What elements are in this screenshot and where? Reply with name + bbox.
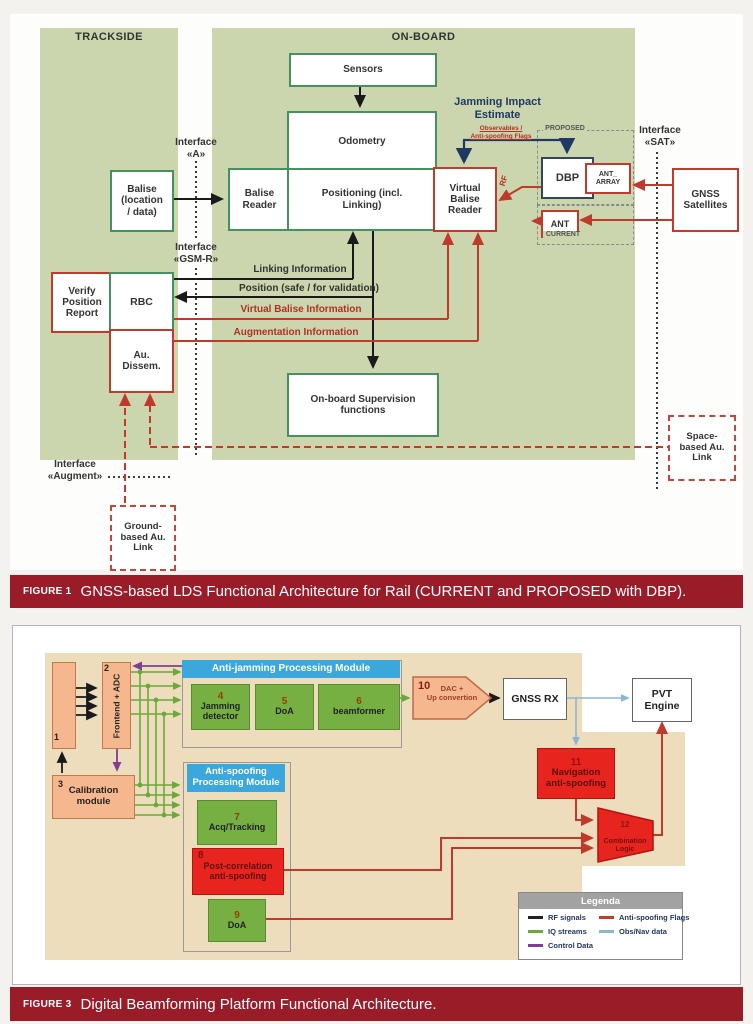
figure1-caption-text: GNSS-based LDS Functional Architecture f… xyxy=(80,583,687,600)
legend-item-obsnav: Obs/Nav data xyxy=(599,927,667,936)
calibration-number: 3 xyxy=(58,779,64,789)
balise-reader-box: Balise Reader xyxy=(228,168,291,231)
virtual-balise-information-label: Virtual Balise Information xyxy=(240,304,362,315)
doa-jamming-label: DoA xyxy=(275,706,294,717)
combination-logic-label-group: 12 Combination Logic xyxy=(597,813,653,855)
interface-a-label: Interface «A» xyxy=(175,137,217,161)
verify-position-report-box: Verify Position Report xyxy=(51,272,113,333)
legend-swatch-antispoofing xyxy=(599,916,614,919)
interface-sat-label: Interface «SAT» xyxy=(639,125,681,149)
navigation-antispoofing-box: 11 Navigation anti-spoofing xyxy=(537,748,615,799)
ant-array-box: ANT_ ARRAY xyxy=(585,163,631,194)
beamformer-number: 6 xyxy=(356,696,362,708)
figure3-caption-text: Digital Beamforming Platform Functional … xyxy=(80,995,437,1013)
position-safe-label: Position (safe / for validation) xyxy=(238,283,379,294)
au-dissem-box: Au. Dissem. xyxy=(109,329,174,393)
current-label: CURRENT xyxy=(543,231,583,240)
gnss-satellites-box: GNSS Satellites xyxy=(672,168,739,232)
figure1-caption-band: FIGURE 1 GNSS-based LDS Functional Archi… xyxy=(10,575,743,608)
odometry-box: Odometry xyxy=(287,111,437,172)
gnss-rx-box: GNSS RX xyxy=(503,678,567,720)
jamming-detector-number: 4 xyxy=(217,691,224,703)
augmentation-information-label: Augmentation Information xyxy=(233,327,359,338)
interface-augment-label: Interface «Augment» xyxy=(47,459,103,483)
calibration-module-box: Calibration module xyxy=(52,775,135,819)
onboard-header: ON-BOARD xyxy=(391,31,456,43)
post-correlation-box: 8 Post-correlation anti-spoofing xyxy=(192,848,284,895)
jamming-impact-label: Jamming Impact Estimate xyxy=(454,96,541,122)
beamformer-label: beamformer xyxy=(332,706,386,717)
doa-spoofing-label: DoA xyxy=(227,919,247,930)
virtual-balise-reader-box: Virtual Balise Reader xyxy=(433,167,497,232)
figure3-caption-band: FIGURE 3 Digital Beamforming Platform Fu… xyxy=(10,987,743,1021)
trackside-header: TRACKSIDE xyxy=(75,31,143,43)
figure3-tag: FIGURE 3 xyxy=(23,998,72,1010)
balise-box: Balise (location / data) xyxy=(110,170,174,232)
figure1-tag: FIGURE 1 xyxy=(23,586,72,597)
acq-tracking-box: 7 Acq/Tracking xyxy=(197,800,277,845)
combination-logic-label: Combination Logic xyxy=(603,837,647,854)
rbc-box: RBC xyxy=(109,272,174,333)
legend-item-control: Control Data xyxy=(528,941,593,950)
doa-spoofing-number: 9 xyxy=(234,909,240,921)
doa-spoofing-box: 9 DoA xyxy=(208,899,266,942)
observables-flags-label: Observables / Anti-spoofing Flags xyxy=(470,125,532,140)
combination-logic-number: 12 xyxy=(620,820,630,830)
sensors-box: Sensors xyxy=(289,53,437,87)
legend-item-iq: IQ streams xyxy=(528,927,587,936)
dac-upconversion-label: DAC + Up convertion xyxy=(426,684,478,703)
positioning-box: Positioning (incl. Linking) xyxy=(287,168,437,231)
jamming-detector-box: 4 Jamming detector xyxy=(191,684,250,730)
frontend-adc-number: 2 xyxy=(104,663,110,673)
legend-title: Legenda xyxy=(519,893,682,909)
navigation-antispoofing-label: Navigation anti-spoofing xyxy=(545,767,607,789)
post-correlation-label: Post-correlation anti-spoofing xyxy=(203,860,273,881)
doa-jamming-box: 5 DoA xyxy=(255,684,314,730)
post-correlation-number: 8 xyxy=(198,850,204,861)
legend-item-rf: RF signals xyxy=(528,913,586,922)
legend-swatch-control xyxy=(528,944,543,947)
dac-number: 10 xyxy=(418,680,431,692)
doa-jamming-number: 5 xyxy=(281,696,288,708)
jamming-detector-label: Jamming detector xyxy=(200,701,241,721)
ground-based-au-link-box: Ground- based Au. Link xyxy=(110,505,176,571)
space-based-au-link-box: Space- based Au. Link xyxy=(668,415,736,481)
legend-swatch-rf xyxy=(528,916,543,919)
legend-swatch-obsnav xyxy=(599,930,614,933)
interface-gsmr-label: Interface «GSM-R» xyxy=(173,242,219,266)
navigation-antispoofing-number: 11 xyxy=(570,757,582,769)
anti-jamming-module-header: Anti-jamming Processing Module xyxy=(182,660,400,678)
calibration-module-label: Calibration module xyxy=(68,785,119,807)
linking-information-label: Linking Information xyxy=(253,264,347,275)
acq-tracking-number: 7 xyxy=(234,811,240,823)
onboard-supervision-box: On-board Supervision functions xyxy=(287,373,439,437)
acq-tracking-label: Acq/Tracking xyxy=(208,821,266,832)
frontend-adc-label: Frontend + ADC xyxy=(111,673,122,738)
anti-spoofing-module-header: Anti-spoofing Processing Module xyxy=(187,764,285,792)
legend-item-antispoofing: Anti-spoofing Flags xyxy=(599,913,689,922)
frontend-adc-box: Frontend + ADC xyxy=(102,662,131,749)
pvt-engine-box: PVT Engine xyxy=(632,678,692,722)
antenna-number: 1 xyxy=(54,732,60,742)
trackside-panel xyxy=(40,28,178,460)
antenna-array-box xyxy=(52,662,76,749)
legend-swatch-iq xyxy=(528,930,543,933)
proposed-label: PROPOSED xyxy=(543,125,587,134)
beamformer-box: 6 beamformer xyxy=(318,684,400,730)
